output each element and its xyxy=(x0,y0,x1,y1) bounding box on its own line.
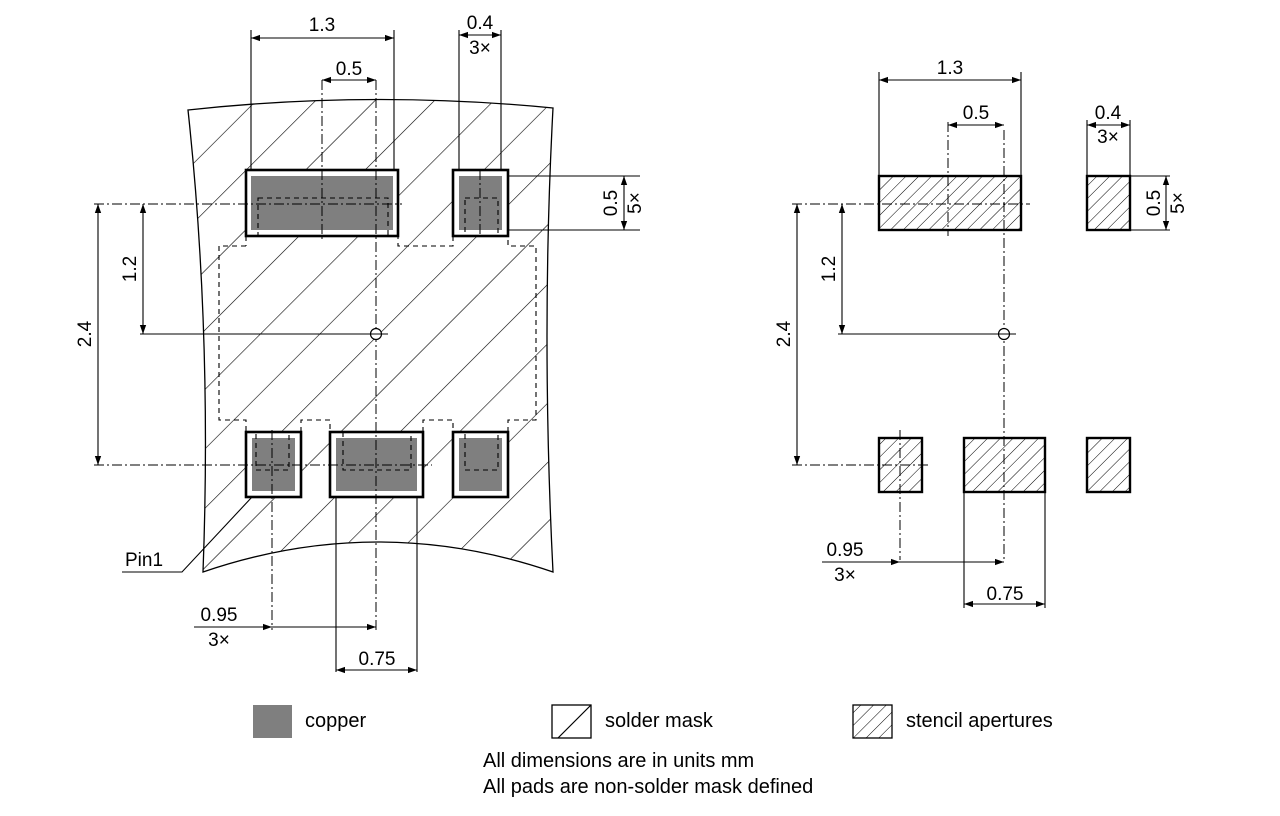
dim-top-center: 0.5 xyxy=(336,59,362,80)
dim-small-pad-count: 3× xyxy=(469,38,491,59)
package-outline xyxy=(218,236,537,432)
legend-copper-swatch xyxy=(253,705,292,738)
legend-solder-mask-label: solder mask xyxy=(605,710,714,732)
notes: All dimensions are in units mm All pads … xyxy=(483,750,813,798)
right-dim-center-pad-width: 0.75 xyxy=(987,584,1024,605)
pad-inner-dashed-bottom-center xyxy=(342,431,412,471)
dim-half-pitch: 1.2 xyxy=(120,256,141,282)
stencil-bottom-right xyxy=(1085,436,1132,494)
stencil-top-large xyxy=(877,174,1023,232)
legend-copper-label: copper xyxy=(305,710,366,732)
dim-center-pad-width: 0.75 xyxy=(359,649,396,670)
right-dim-pad-height: 0.5 xyxy=(1144,190,1165,216)
pin1-label: Pin1 xyxy=(125,550,163,571)
pad-inner-dashed-top-large xyxy=(257,197,389,237)
right-dim-full-pitch: 2.4 xyxy=(774,320,795,347)
dim-top-width: 1.3 xyxy=(309,15,335,36)
right-dim-top-center: 0.5 xyxy=(963,103,989,124)
dim-pad-height-count: 5× xyxy=(625,192,646,214)
legend-solder-mask-swatch xyxy=(551,704,592,739)
legend-stencil-swatch xyxy=(852,704,893,739)
right-dim-pitch-x-count: 3× xyxy=(834,565,856,586)
dim-full-pitch: 2.4 xyxy=(75,320,96,347)
dim-pad-height: 0.5 xyxy=(601,190,622,216)
right-dim-top-width: 1.3 xyxy=(937,58,963,79)
right-dim-pad-height-count: 5× xyxy=(1168,192,1189,214)
right-dim-pitch-x: 0.95 xyxy=(827,540,864,561)
stencil-top-small xyxy=(1085,174,1132,232)
right-dim-small-pad-count: 3× xyxy=(1097,127,1119,148)
note-units: All dimensions are in units mm xyxy=(483,750,754,772)
dim-small-pad-width: 0.4 xyxy=(467,13,494,34)
right-dim-small-pad-width: 0.4 xyxy=(1095,103,1122,124)
legend-stencil-label: stencil apertures xyxy=(906,710,1053,732)
right-stencil-view: 1.3 0.5 0.4 3× 0.5 5× 1.2 2.4 0.95 3× 0.… xyxy=(774,58,1189,608)
dim-pitch-x: 0.95 xyxy=(201,605,238,626)
dim-pitch-x-count: 3× xyxy=(208,630,230,651)
right-dim-half-pitch: 1.2 xyxy=(819,256,840,282)
legend: copper solder mask stencil apertures xyxy=(253,704,1053,739)
stencil-bottom-center xyxy=(962,436,1047,494)
left-footprint-view: 1.3 0.5 0.4 3× 0.5 5× 1.2 2.4 0.95 3× 0.… xyxy=(75,13,646,674)
copper-bottom-right xyxy=(459,438,502,491)
note-pads: All pads are non-solder mask defined xyxy=(483,776,813,798)
